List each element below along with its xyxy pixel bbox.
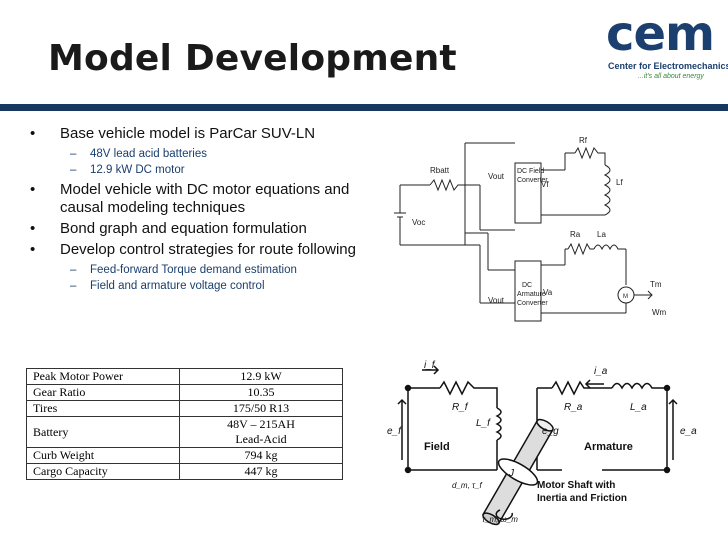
label-ef: e_f (387, 426, 402, 437)
label-eg: e_g (542, 426, 559, 437)
label-shaft-1: Motor Shaft with (537, 480, 615, 491)
label-tm: τ_m, ω_m (482, 515, 518, 524)
sub-bullet-item: –48V lead acid batteries (70, 148, 207, 160)
label-va: Va (543, 288, 553, 297)
label-field-converter-2: Converter (517, 177, 548, 184)
page-title: Model Development (48, 38, 457, 79)
bullet-item: •Develop control strategies for route fo… (30, 241, 356, 258)
label-vout-armature: Vout (488, 296, 505, 305)
label-vout-field: Vout (488, 172, 505, 181)
bullet-text: Base vehicle model is ParCar SUV-LN (60, 125, 316, 142)
label-lf: L_f (476, 418, 491, 429)
cem-logo: cem Center for Electromechanics ...it's … (600, 6, 728, 84)
label-la: La (597, 230, 606, 239)
label-vf: Vf (541, 180, 549, 189)
spec-value: 12.9 kW (179, 368, 343, 385)
label-rf: Rf (579, 136, 588, 145)
label-shaft-2: Inertia and Friction (537, 493, 627, 504)
label-wm: Wm (652, 308, 667, 317)
label-tm: Tm (650, 280, 662, 289)
label-dm: d_m, τ_f (452, 481, 482, 490)
spec-value-line-2: Lead-Acid (235, 432, 287, 446)
bullet-text: Bond graph and equation formulation (60, 220, 307, 237)
logo-text: cem (606, 6, 715, 62)
sub-bullet-item: –Field and armature voltage control (70, 280, 265, 292)
bullet-text: Develop control strategies for route fol… (60, 241, 356, 258)
label-rbatt: Rbatt (430, 166, 450, 175)
label-ea: e_a (680, 426, 697, 437)
spec-value-line-1: 48V – 215AH (227, 417, 295, 431)
spec-label: Peak Motor Power (26, 368, 180, 385)
logo-subtitle: Center for Electromechanics (608, 61, 728, 71)
spec-label: Tires (26, 400, 180, 417)
label-field: Field (424, 441, 450, 453)
label-ra: R_a (564, 402, 583, 413)
sub-bullet-text: 48V lead acid batteries (90, 148, 207, 160)
label-if: i_f (424, 360, 436, 371)
label-rf: R_f (452, 402, 469, 413)
label-armature: Armature (584, 441, 633, 453)
bullet-item: •Model vehicle with DC motor equations a… (30, 181, 350, 216)
spec-label: Cargo Capacity (26, 463, 180, 480)
sub-bullet-item: –Feed-forward Torque demand estimation (70, 264, 297, 276)
label-armature-converter-3: Converter (517, 300, 548, 307)
label-ia: i_a (594, 366, 608, 377)
spec-value: 447 kg (179, 463, 343, 480)
label-motor: M (623, 294, 628, 300)
label-j: J (508, 468, 515, 479)
label-voc: Voc (412, 218, 425, 227)
label-armature-converter-2: Armature (517, 291, 546, 298)
title-divider (0, 104, 728, 111)
sub-bullet-text: Feed-forward Torque demand estimation (90, 264, 297, 276)
label-armature-converter-1: DC (522, 282, 532, 289)
sub-bullet-item: –12.9 kW DC motor (70, 164, 185, 176)
label-la: L_a (630, 402, 647, 413)
label-ra: Ra (570, 230, 581, 239)
motor-schematic-diagram: i_f i_a R_f L_f R_a L_a e_f e_g e_a J d_… (387, 360, 697, 526)
sub-bullet-text: 12.9 kW DC motor (90, 164, 185, 176)
spec-label: Curb Weight (26, 447, 180, 464)
bullet-list: •Base vehicle model is ParCar SUV-LN –48… (30, 125, 360, 294)
spec-label: Gear Ratio (26, 384, 180, 401)
motor-circuit-diagram: Rbatt Voc Vout Vout DC Field Converter D… (394, 136, 667, 322)
bullet-item: •Bond graph and equation formulation (30, 220, 307, 237)
bullet-item: •Base vehicle model is ParCar SUV-LN (30, 125, 316, 142)
spec-label: Battery (26, 416, 180, 448)
logo-tagline: ...it's all about energy (638, 73, 704, 80)
spec-value: 794 kg (179, 447, 343, 464)
sub-bullet-text: Field and armature voltage control (90, 280, 265, 292)
label-field-converter-1: DC Field (517, 168, 544, 175)
bullet-text: Model vehicle with DC motor equations an… (60, 181, 350, 216)
label-lf: Lf (616, 178, 623, 187)
spec-value: 175/50 R13 (179, 400, 343, 417)
spec-value: 10.35 (179, 384, 343, 401)
